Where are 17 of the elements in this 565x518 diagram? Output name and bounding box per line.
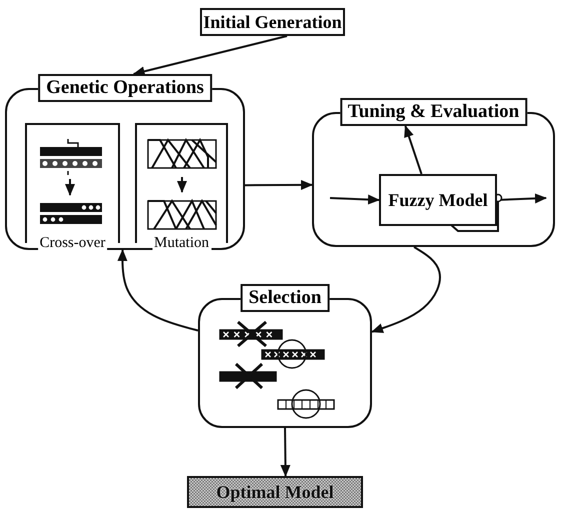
arrow [404,125,422,174]
panel-label: Mutation [152,235,211,252]
arrow [280,428,290,477]
arrow [330,194,380,205]
result-box [187,476,363,508]
arrow [371,246,441,333]
process-box [379,174,497,226]
box-label: Initial Generation [203,12,342,32]
box-label: Optimal Model [216,482,334,502]
panel-label: Cross-over [38,235,108,252]
arrow [117,249,198,332]
arrow [245,180,313,190]
stage-title: Tuning & Evaluation [340,98,528,126]
arrow [132,35,288,76]
box-label: Fuzzy Model [388,190,488,210]
stage-title: Selection [240,284,330,312]
stage-title: Genetic Operations [38,74,212,102]
